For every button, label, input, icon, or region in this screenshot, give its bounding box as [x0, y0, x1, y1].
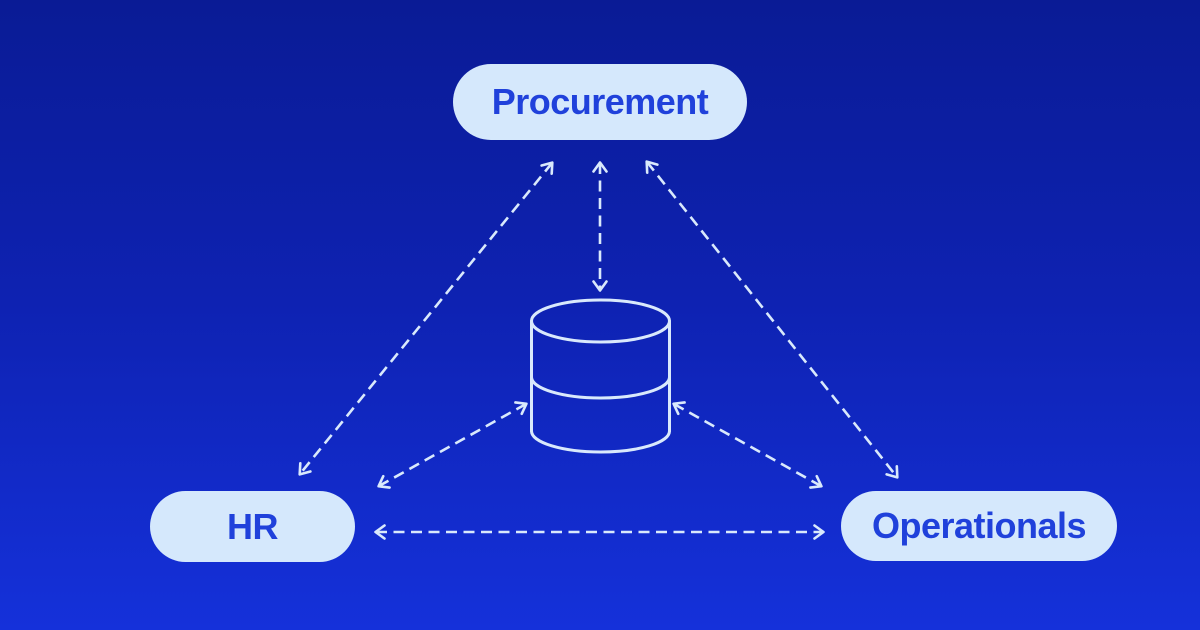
edge-procurement-hr — [298, 161, 554, 476]
database-icon — [530, 298, 671, 454]
edge-hr-database — [377, 401, 528, 489]
edge-procurement-operationals — [645, 160, 899, 479]
node-procurement[interactable]: Procurement — [453, 64, 747, 140]
edge-operationals-database — [672, 401, 823, 489]
node-operationals-label: Operationals — [871, 505, 1087, 546]
node-hr-label: HR — [227, 505, 279, 547]
node-hr[interactable]: HR — [150, 491, 355, 562]
node-operationals[interactable]: Operationals — [841, 491, 1117, 561]
node-procurement-label: Procurement — [491, 81, 709, 122]
